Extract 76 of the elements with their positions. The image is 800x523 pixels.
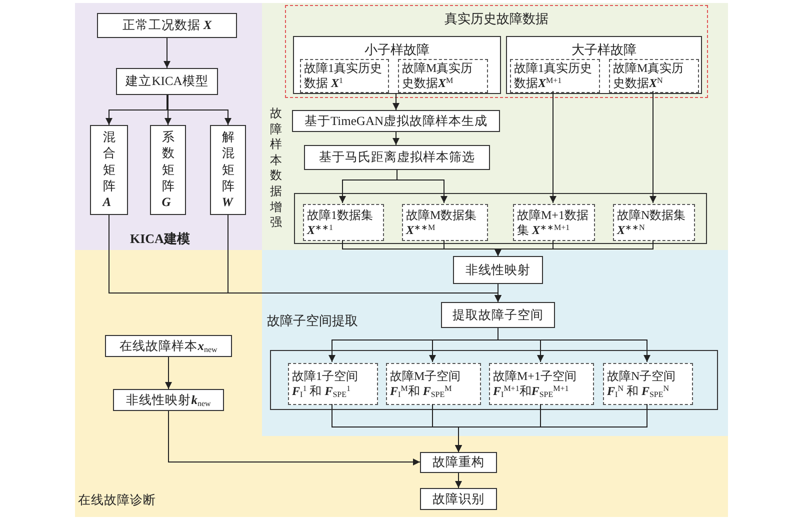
box-label: 建立KICA模型 — [126, 73, 208, 90]
box-label: 故障M真实历史数据X$^{N}$ — [613, 61, 685, 91]
arrow — [165, 356, 172, 390]
arrow — [392, 92, 400, 110]
box-label: 提取故障子空间 — [452, 306, 544, 324]
process-box — [113, 389, 224, 411]
arrow — [455, 472, 462, 488]
group-heading: 小子样故障 — [364, 41, 430, 59]
arrow — [494, 240, 654, 256]
process-box — [116, 68, 218, 95]
arrow — [392, 132, 400, 146]
matrix-box — [150, 125, 186, 215]
data-box — [489, 363, 594, 405]
data-box — [609, 59, 699, 93]
data-box — [510, 59, 600, 93]
box-label: 故障M+1数据集 X$^{∗∗M+1}$ — [517, 208, 590, 238]
arrow — [164, 38, 170, 68]
data-box — [386, 363, 481, 405]
group-box — [293, 36, 501, 94]
box-label: 故障识别 — [432, 490, 484, 508]
arrow — [455, 404, 648, 452]
section-panel — [262, 3, 728, 250]
arrow — [650, 90, 656, 204]
process-box — [420, 488, 497, 510]
process-box — [97, 13, 237, 38]
matrix-box — [90, 125, 128, 215]
group-heading: 真实历史故障数据 — [444, 10, 550, 28]
box-label: 在线故障样本x$_{new}$ — [120, 338, 218, 356]
group-box — [506, 36, 702, 94]
section-panel — [75, 250, 728, 517]
section-panel — [75, 3, 262, 250]
section-label: KICA建模 — [130, 230, 190, 248]
process-box — [292, 110, 500, 132]
data-box — [398, 59, 488, 93]
box-label: 非线性映射 — [466, 262, 530, 279]
box-label: 系数矩阵G — [162, 129, 174, 211]
group-frame — [294, 193, 707, 244]
arrow — [550, 90, 556, 204]
group-heading: 大子样故障 — [570, 41, 638, 59]
box-label: 非线性映射k$_{new}$ — [126, 392, 211, 410]
arrow — [166, 94, 232, 126]
data-box — [513, 204, 595, 241]
section-label: 在线故障诊断 — [78, 492, 156, 509]
arrow — [164, 94, 172, 126]
box-label: 基于马氏距离虚拟样本筛选 — [319, 149, 475, 166]
arrow — [498, 328, 650, 362]
box-label: 故障1数据集 X$^{∗∗1}$ — [307, 208, 374, 238]
box-label: 故障M数据集 X$^{∗∗M}$ — [406, 208, 478, 238]
process-box — [304, 145, 490, 170]
box-label: 正常工况数据 X — [122, 17, 212, 34]
process-box — [453, 256, 543, 284]
arrow — [494, 284, 502, 302]
box-label: 故障1真实历史数据X$^{M+1}$ — [514, 61, 593, 91]
group-frame — [270, 350, 718, 410]
data-box — [402, 204, 488, 241]
data-box — [288, 363, 378, 405]
box-label: 故障1真实历史数据 X$^{1}$ — [304, 61, 383, 91]
box-label: 故障M真实历史数据X$^{M}$ — [402, 61, 474, 91]
box-label: 解混矩阵W — [222, 129, 234, 211]
section-panel — [262, 250, 728, 436]
data-box — [303, 204, 384, 241]
matrix-box — [210, 125, 246, 215]
box-label: 混合矩阵A — [102, 129, 116, 211]
arrow — [168, 410, 420, 466]
data-box — [613, 204, 695, 241]
process-box — [420, 452, 497, 473]
process-box — [441, 302, 555, 328]
data-box — [300, 59, 389, 93]
box-label: 故障重构 — [432, 454, 484, 472]
box-label: 故障N数据集 X$^{∗∗N}$ — [617, 208, 687, 238]
process-box — [105, 335, 232, 357]
section-label: 故障样本数据增强 — [270, 106, 282, 231]
section-label: 故障子空间提取 — [267, 312, 358, 330]
box-label: 基于TimeGAN虚拟故障样本生成 — [304, 112, 488, 130]
dashed-group-frame — [285, 5, 708, 98]
data-box — [603, 363, 693, 405]
